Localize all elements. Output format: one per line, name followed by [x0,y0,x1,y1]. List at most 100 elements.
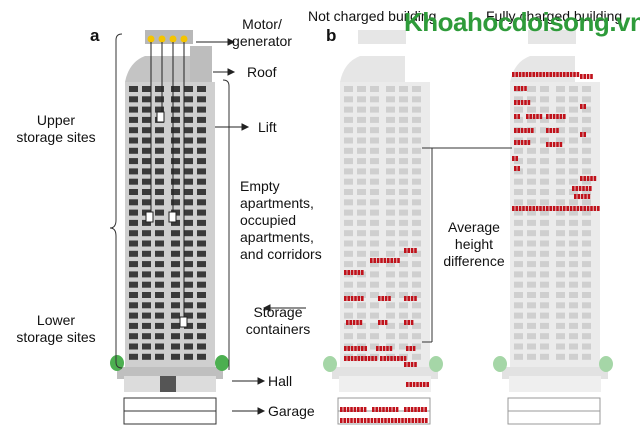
window [142,353,151,360]
window [142,116,151,123]
window [540,209,549,216]
storage-container [354,270,357,275]
window [142,86,151,92]
window [569,302,578,309]
window [129,271,138,278]
window [344,127,353,134]
storage-container [407,407,410,412]
storage-container [397,418,401,423]
window [357,312,366,319]
window [184,127,193,134]
window [357,333,366,340]
window [399,219,408,226]
storage-container [549,114,552,119]
storage-container [388,296,391,301]
window [129,281,138,288]
window [569,240,578,247]
window [386,292,395,298]
window [514,147,523,154]
window [556,261,565,268]
storage-container [593,176,597,181]
window [171,106,180,113]
window [357,86,366,92]
window [197,116,206,123]
storage-container [378,296,381,301]
window [171,116,180,123]
window [357,230,366,237]
window [155,219,164,226]
window [569,230,578,237]
storage-container [414,418,418,423]
window [142,240,151,247]
window [344,250,353,257]
window [129,127,138,134]
window [527,158,536,165]
window [184,250,193,257]
window [556,312,565,319]
window [527,281,536,288]
storage-container [414,362,417,367]
window [582,302,591,309]
window [155,271,164,278]
window [129,240,138,247]
storage-container [350,346,354,351]
window [412,343,421,350]
storage-container [361,270,364,275]
window [129,96,138,103]
storage-container [514,128,517,133]
window [184,96,193,103]
window [540,230,549,237]
storage-container [357,346,361,351]
window [514,209,523,216]
storage-container [393,258,397,263]
window [386,168,395,175]
storage-container [552,114,556,119]
storage-container [387,258,390,263]
window [386,230,395,237]
window [155,137,164,144]
storage-container [524,100,527,105]
window [412,250,421,257]
storage-container [360,407,363,412]
storage-container [377,418,380,423]
window [370,137,379,144]
window [569,147,578,154]
window [197,302,206,309]
window [155,240,164,247]
window [129,178,138,185]
window [582,240,591,247]
window [142,322,151,329]
window [399,343,408,350]
window [386,209,395,216]
storage-container [515,72,518,77]
storage-container [404,362,407,367]
storage-container [360,418,363,423]
window [399,106,408,113]
storage-container [361,346,364,351]
window [399,261,408,268]
storage-container [512,156,515,161]
window [370,147,379,154]
storage-container [409,346,412,351]
storage-container [354,296,357,301]
window [344,147,353,154]
window [171,147,180,154]
window [399,168,408,175]
window [370,312,379,319]
storage-container [346,407,350,412]
window [569,312,578,319]
window [556,189,565,195]
storage-container [397,356,400,361]
storage-container [597,206,600,211]
window [386,137,395,144]
window [142,302,151,309]
storage-container [518,206,522,211]
storage-container [380,418,384,423]
panel-label-a: a [90,26,100,45]
storage-container [380,356,383,361]
window [514,96,523,103]
window [412,219,421,226]
storage-container [357,296,361,301]
window [412,353,421,360]
roof-block-a [190,46,212,82]
